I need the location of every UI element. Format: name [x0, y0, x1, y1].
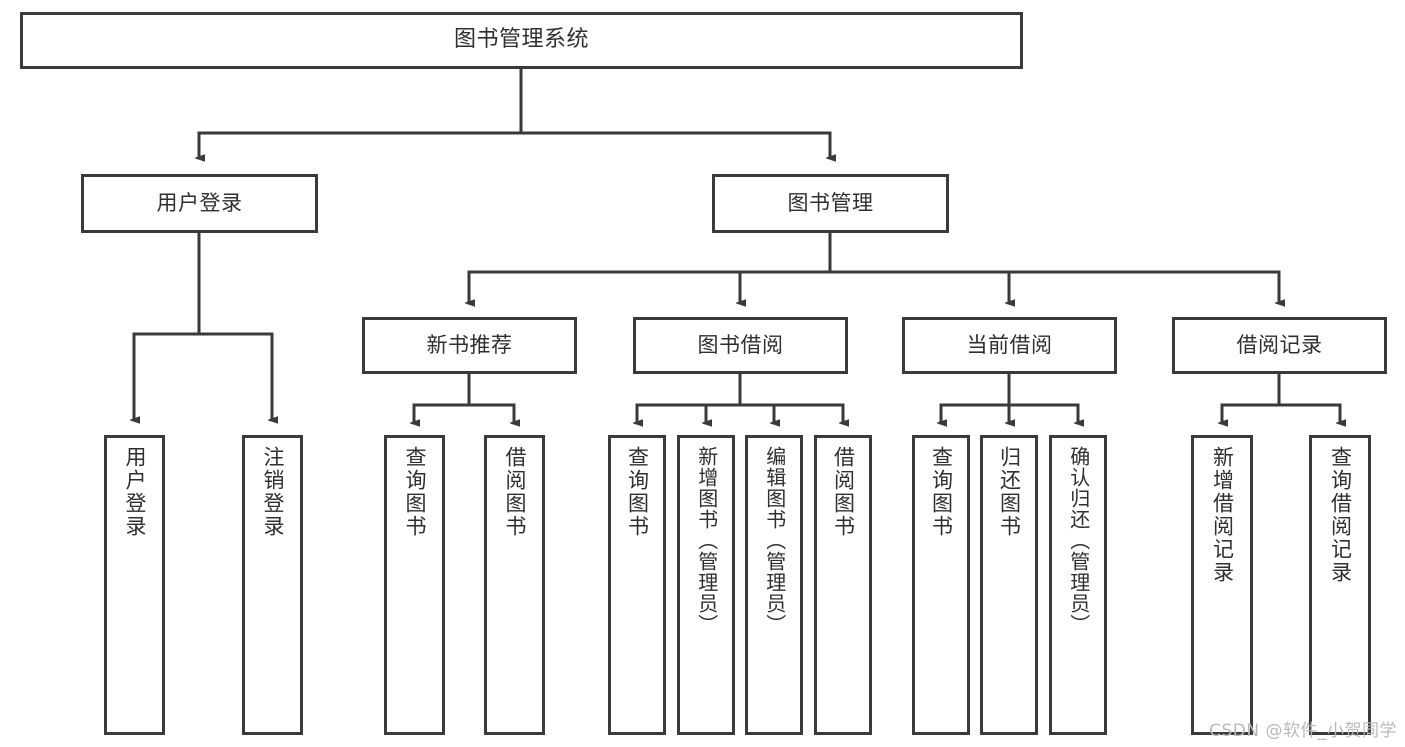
- leaf-query-book-recommend[interactable]: 查询图书: [384, 435, 445, 735]
- node-label: 图书管理系统: [453, 27, 589, 53]
- node-label: 确认归还（管理员）: [1066, 446, 1091, 635]
- node-root-book-management-system[interactable]: 图书管理系统: [20, 12, 1023, 69]
- leaf-query-borrow-record[interactable]: 查询借阅记录: [1309, 435, 1371, 735]
- leaf-query-book-current[interactable]: 查询图书: [912, 435, 970, 735]
- leaf-confirm-return-admin[interactable]: 确认归还（管理员）: [1049, 435, 1107, 735]
- node-label: 新书推荐: [426, 332, 513, 357]
- leaf-add-book-admin[interactable]: 新增图书（管理员）: [677, 435, 735, 735]
- node-label: 查询图书: [625, 446, 650, 538]
- node-label: 归还图书: [997, 446, 1022, 538]
- node-label: 借阅图书: [831, 446, 856, 538]
- leaf-return-book[interactable]: 归还图书: [980, 435, 1038, 735]
- leaf-add-borrow-record[interactable]: 新增借阅记录: [1191, 435, 1253, 735]
- node-label: 查询图书: [402, 446, 427, 538]
- leaf-borrow-book[interactable]: 借阅图书: [814, 435, 872, 735]
- node-label: 借阅记录: [1236, 332, 1323, 357]
- node-new-book-recommendation[interactable]: 新书推荐: [362, 317, 577, 374]
- node-label: 查询借阅记录: [1328, 446, 1353, 584]
- leaf-logout[interactable]: 注销登录: [242, 435, 303, 735]
- node-label: 用户登录: [156, 190, 243, 215]
- leaf-query-book-borrow[interactable]: 查询图书: [608, 435, 666, 735]
- node-label: 注销登录: [260, 446, 285, 538]
- node-label: 查询图书: [929, 446, 954, 538]
- leaf-user-login[interactable]: 用户登录: [104, 435, 165, 735]
- node-label: 图书管理: [787, 190, 874, 215]
- node-current-borrowing[interactable]: 当前借阅: [902, 317, 1117, 374]
- node-label: 新增借阅记录: [1210, 446, 1235, 584]
- node-label: 用户登录: [122, 446, 147, 538]
- node-user-login[interactable]: 用户登录: [81, 174, 318, 233]
- leaf-borrow-book-recommend[interactable]: 借阅图书: [484, 435, 545, 735]
- node-label: 编辑图书（管理员）: [762, 446, 787, 635]
- node-label: 图书借阅: [697, 332, 784, 357]
- watermark: CSDN @软件_小贺同学: [1209, 721, 1397, 741]
- node-book-management[interactable]: 图书管理: [712, 174, 949, 233]
- leaf-edit-book-admin[interactable]: 编辑图书（管理员）: [745, 435, 803, 735]
- node-book-borrowing[interactable]: 图书借阅: [633, 317, 848, 374]
- node-label: 当前借阅: [966, 332, 1053, 357]
- node-label: 借阅图书: [502, 446, 527, 538]
- node-borrowing-records[interactable]: 借阅记录: [1172, 317, 1387, 374]
- node-label: 新增图书（管理员）: [694, 446, 719, 635]
